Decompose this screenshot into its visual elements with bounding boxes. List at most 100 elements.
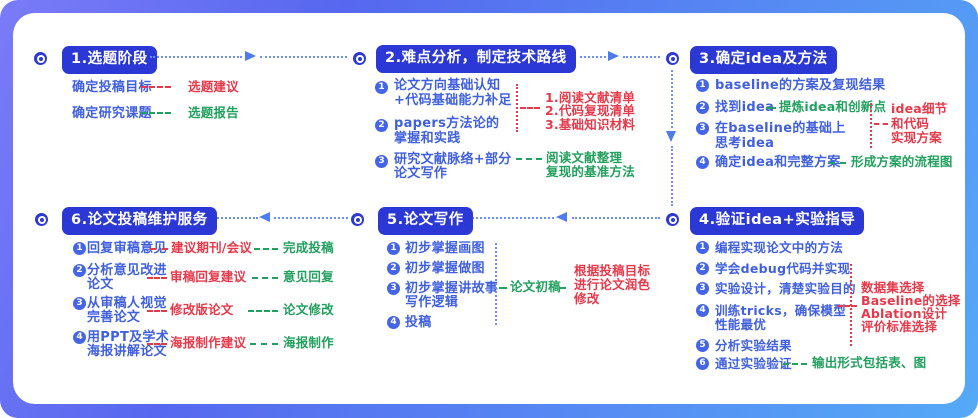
red-note-line: 1.阅读文献清单 [545, 90, 636, 105]
arrow-right-icon [608, 51, 619, 61]
item-text-line: papers方法论的 [394, 116, 500, 131]
red-dashes [141, 86, 171, 88]
green-note-line: 阅读文献整理 [546, 150, 623, 165]
red-note-line: idea细节 [891, 101, 948, 116]
stage-1-badge: 1.选题阶段 [62, 46, 157, 74]
arrow-right-icon [245, 51, 256, 61]
green-dashes [250, 343, 278, 345]
red-note-line: 审稿回复建议 [170, 269, 247, 284]
item-number-bullet: 3 [375, 155, 388, 168]
item-number-bullet: 2 [696, 101, 709, 114]
item-number-bullet: 3 [73, 297, 86, 310]
green-note-line: 输出形式包括表、图 [812, 355, 927, 370]
arrow-left-icon [259, 212, 270, 222]
connector-line [150, 56, 242, 58]
red-bracket-line [516, 84, 518, 132]
item-text-line: 用PPT及学术 [87, 330, 170, 345]
item-text-line: 学会debug代码并实现 [715, 261, 851, 276]
item-text-line: 回复审稿意见 [87, 241, 167, 256]
red-note-line: 3.基础知识材料 [545, 117, 636, 132]
item-text-line: 论文方向基础认知 [394, 78, 501, 93]
stage-3-marker-icon [666, 52, 679, 65]
item-text-line: 确定idea和完整方案 [715, 155, 841, 170]
item-number-bullet: 2 [375, 119, 388, 132]
item-text-line: 海报讲解论文 [87, 344, 167, 359]
item-text-line: 性能最优 [715, 317, 767, 332]
item-number-bullet: 4 [696, 304, 709, 317]
item-text-line: 投稿 [405, 315, 432, 330]
red-dashes [874, 123, 888, 125]
stage-1-row-label: 确定投稿目标 [72, 80, 152, 95]
green-dashes [766, 107, 776, 109]
item-number-bullet: 2 [387, 262, 400, 275]
item-text-line: 实验设计，清楚实验目的 [715, 281, 856, 296]
item-text-line: 编程实现论文中的方法 [715, 240, 844, 255]
red-note-line: 根据投稿目标 [574, 263, 651, 278]
connector-line [210, 217, 258, 219]
red-note-line: 修改 [574, 291, 600, 306]
item-text-line: 思考idea [715, 136, 775, 151]
green-note-line: 意见回复 [283, 269, 334, 284]
red-dashes [520, 107, 540, 109]
blue-bracket-line [495, 243, 497, 325]
arrow-down-icon [666, 131, 676, 142]
green-dashes [141, 112, 171, 114]
green-note-line: 形成方案的流程图 [851, 154, 953, 169]
green-note-line: 提炼idea和创新点 [779, 99, 887, 114]
green-label: 论文初稿 [510, 279, 561, 294]
red-note-line: 实现方案 [891, 130, 942, 145]
item-number-bullet: 6 [696, 357, 709, 370]
item-text-line: 分析意见改进 [87, 263, 167, 278]
item-text-line: 找到idea [715, 100, 775, 115]
red-dashes [147, 343, 167, 345]
stage-1-row-note: 选题报告 [188, 105, 239, 120]
item-number-bullet: 3 [696, 282, 709, 295]
item-number-bullet: 2 [73, 264, 86, 277]
red-note-line: Ablation设计 [861, 306, 948, 321]
red-note-line: 评价标准选择 [861, 319, 938, 334]
stage-1-marker-icon [34, 52, 47, 65]
item-text-line: 掌握和实践 [394, 131, 461, 146]
red-note-line: 建议期刊/会议 [171, 240, 252, 255]
green-dashes [516, 158, 542, 160]
item-number-bullet: 5 [696, 339, 709, 352]
red-note-line: 进行论文润色 [574, 277, 651, 292]
connector-line [260, 56, 347, 58]
stage-2-marker-icon [353, 52, 366, 65]
item-text-line: 初步掌握讲故事 [405, 281, 499, 296]
item-text-line: 论文写作 [394, 166, 448, 181]
stage-1-row-note: 选题建议 [188, 79, 239, 94]
connector-line [671, 146, 673, 206]
arrow-left-icon [556, 212, 567, 222]
connector-line [623, 56, 660, 58]
green-dashes [252, 277, 278, 279]
red-note-line: 海报制作建议 [170, 335, 247, 350]
red-note-line: 2.代码复现清单 [545, 103, 636, 118]
stage-3-badge: 3.确定idea及方法 [690, 46, 837, 74]
green-note-line: 完成投稿 [283, 240, 334, 255]
item-number-bullet: 3 [387, 282, 400, 295]
connector-line [671, 70, 673, 128]
item-number-bullet: 4 [387, 316, 400, 329]
green-dashes [499, 287, 507, 289]
red-bracket-line [870, 103, 872, 148]
green-dashes [829, 162, 846, 164]
red-dashes [150, 248, 168, 250]
stage-4-badge: 4.验证idea+实验指导 [690, 207, 865, 235]
item-number-bullet: 3 [696, 122, 709, 135]
item-number-bullet: 1 [375, 81, 388, 94]
connector-line [580, 56, 606, 58]
item-text-line: 写作逻辑 [405, 295, 459, 310]
item-text-line: 研究文献脉络+部分 [394, 152, 512, 167]
red-note-line: 修改版论文 [170, 302, 234, 317]
stage-6-marker-icon [35, 213, 48, 226]
red-note-line: Baseline的选择 [861, 293, 961, 308]
red-dashes [837, 305, 857, 307]
item-number-bullet: 1 [696, 79, 709, 92]
green-dashes [248, 310, 278, 312]
green-note-line: 复现的基准方法 [546, 164, 635, 179]
green-note-line: 海报制作 [283, 335, 334, 350]
green-dashes [783, 363, 807, 365]
item-number-bullet: 1 [387, 242, 400, 255]
item-text-line: 分析实验结果 [715, 338, 792, 353]
